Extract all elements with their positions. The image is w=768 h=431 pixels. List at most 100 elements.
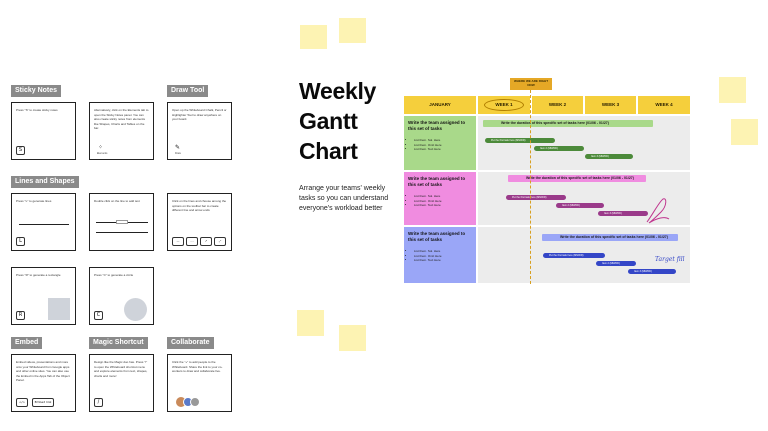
draw-tool-card[interactable]: Open up the Whiteboard Chalk, Pencil or …: [167, 102, 232, 160]
key-r-icon: R: [16, 311, 25, 320]
title-line: Chart: [299, 138, 358, 164]
duration-bar[interactable]: Write the duration of this specific set …: [508, 175, 646, 182]
card-text: Click the "+" to add people to the White…: [172, 360, 223, 373]
task-bar[interactable]: Item 2 (MM/DD): [596, 261, 636, 266]
card-text: Press "L" to generate lines: [16, 199, 52, 203]
section-tag-draw-tool: Draw Tool: [167, 85, 209, 97]
team-list: List them. Sol. Here List them. Omit Her…: [408, 194, 472, 208]
sample-circle: [124, 298, 147, 321]
today-line: [530, 90, 531, 284]
avatar: [190, 397, 200, 407]
card-text: Press "C" to generate a circle: [94, 273, 134, 277]
line-text-card[interactable]: Double click on the line to add text: [89, 193, 154, 251]
list-item: List them. Omit Here: [414, 254, 472, 259]
elements-caption: Elements: [97, 152, 108, 155]
lane-title: Write the team assigned to this set of t…: [408, 231, 466, 242]
line-end-none-button[interactable]: —: [172, 237, 184, 246]
header-week-3: WEEK 3: [585, 96, 636, 114]
sticky-note[interactable]: [731, 119, 758, 145]
sticky-note-card[interactable]: Press "S" to create sticky notes S: [11, 102, 76, 160]
lane-team-2[interactable]: Write the team assigned to this set of t…: [404, 172, 476, 225]
card-text: Alternatively, click on the Elements tab…: [94, 108, 149, 130]
task-bar[interactable]: Put the first task here (MM/DD): [543, 253, 605, 258]
lane-title: Write the team assigned to this set of t…: [408, 120, 466, 131]
section-tag-collaborate: Collaborate: [167, 337, 214, 349]
task-bar[interactable]: Item 2 (MM/DD): [534, 146, 584, 151]
sample-rectangle: [48, 298, 70, 320]
draw-caption: Draw: [175, 152, 181, 155]
list-item: List them. Text Here: [414, 258, 472, 263]
duration-bar[interactable]: Write the duration of this specific set …: [483, 120, 653, 127]
list-item: List them. Sol. Here: [414, 194, 472, 199]
sticky-note[interactable]: [339, 18, 366, 43]
lane-title: Write the team assigned to this set of t…: [408, 176, 466, 187]
collaborate-card[interactable]: Click the "+" to add people to the White…: [167, 354, 232, 412]
key-s-icon: S: [16, 146, 25, 155]
lane-team-3[interactable]: Write the team assigned to this set of t…: [404, 227, 476, 283]
card-text: Open up the Whiteboard Chalk, Pencil or …: [172, 108, 227, 121]
section-tag-magic-shortcut: Magic Shortcut: [89, 337, 148, 349]
section-tag-sticky-notes: Sticky Notes: [11, 85, 62, 97]
sticky-note[interactable]: [300, 25, 327, 49]
task-bar[interactable]: Item 3 (MM/DD): [598, 211, 648, 216]
card-text: Embed videos, presentations and more ont…: [16, 360, 70, 382]
rectangle-card[interactable]: Press "R" to generate a rectangle R: [11, 267, 76, 325]
list-item: List them. Text Here: [414, 147, 472, 152]
page-title: Weekly Gantt Chart: [299, 76, 376, 166]
section-tag-embed: Embed: [11, 337, 43, 349]
title-line: Gantt: [299, 108, 358, 134]
task-bar[interactable]: Put the first task here (MM/DD): [506, 195, 566, 200]
avatar: [176, 397, 186, 407]
card-text: Press "R" to generate a rectangle: [16, 273, 61, 277]
scribble-doodle: [646, 198, 670, 224]
page-description: Arrange your teams' weekly tasks so you …: [299, 185, 389, 212]
embed-card[interactable]: Embed videos, presentations and more ont…: [11, 354, 76, 412]
task-bar[interactable]: Item 2 (MM/DD): [556, 203, 604, 208]
card-text: Press "S" to create sticky notes: [16, 108, 58, 112]
embed-link-button[interactable]: Embed link: [32, 398, 54, 407]
header-week-2: WEEK 2: [532, 96, 583, 114]
title-line: Weekly: [299, 78, 377, 104]
team-list: List them. Sol. Here List them. Omit Her…: [408, 138, 472, 152]
section-tag-lines-shapes: Lines and Shapes: [11, 176, 79, 188]
duration-bar[interactable]: Write the duration of this specific set …: [542, 234, 678, 241]
key-l-icon: L: [16, 237, 25, 246]
key-slash-icon: /: [94, 398, 103, 407]
list-item: List them. Omit Here: [414, 199, 472, 204]
magic-shortcut-card[interactable]: Design like the Magic duo has. Press "/"…: [89, 354, 154, 412]
task-bar[interactable]: Item 3 (MM/DD): [585, 154, 633, 159]
circle-card[interactable]: Press "C" to generate a circle C: [89, 267, 154, 325]
today-marker[interactable]: WHERE WE ARE RIGHT NOW: [510, 78, 552, 90]
card-text: Click on the lines and choose among the …: [172, 199, 227, 212]
line-end-double-arrow-button[interactable]: ⤢: [214, 237, 226, 246]
line-end-arrow-button[interactable]: ↗: [200, 237, 212, 246]
list-item: List them. Sol. Here: [414, 249, 472, 254]
week-1-highlight: [484, 99, 524, 111]
task-bar[interactable]: Item 3 (MM/DD): [628, 269, 676, 274]
card-text: Design like the Magic duo has. Press "/"…: [94, 360, 148, 378]
task-bar[interactable]: Put the first task here (MM/DD): [485, 138, 555, 143]
sticky-note[interactable]: [719, 77, 746, 103]
embed-code-icon: </>: [16, 398, 28, 407]
header-month: JANUARY: [404, 96, 476, 114]
sticky-elements-card[interactable]: Alternatively, click on the Elements tab…: [89, 102, 154, 160]
line-card[interactable]: Press "L" to generate lines L: [11, 193, 76, 251]
signature-handwriting: Target fill: [655, 256, 685, 263]
sample-line: [19, 224, 69, 225]
list-item: List them. Text Here: [414, 203, 472, 208]
team-list: List them. Sol. Here List them. Omit Her…: [408, 249, 472, 263]
sticky-note[interactable]: [339, 325, 366, 351]
elements-icon: ⁘: [98, 144, 104, 151]
card-text: Double click on the line to add text: [94, 199, 140, 203]
list-item: List them. Omit Here: [414, 143, 472, 148]
sample-line-2: [96, 232, 148, 233]
pencil-icon: ✎: [175, 144, 181, 151]
line-ends-card[interactable]: Click on the lines and choose among the …: [167, 193, 232, 251]
lane-team-1[interactable]: Write the team assigned to this set of t…: [404, 116, 476, 170]
list-item: List them. Sol. Here: [414, 138, 472, 143]
sticky-note[interactable]: [297, 310, 324, 336]
header-week-4: WEEK 4: [638, 96, 690, 114]
key-c-icon: C: [94, 311, 103, 320]
sample-line-label: [116, 220, 128, 224]
line-end-dash-button[interactable]: - -: [186, 237, 198, 246]
